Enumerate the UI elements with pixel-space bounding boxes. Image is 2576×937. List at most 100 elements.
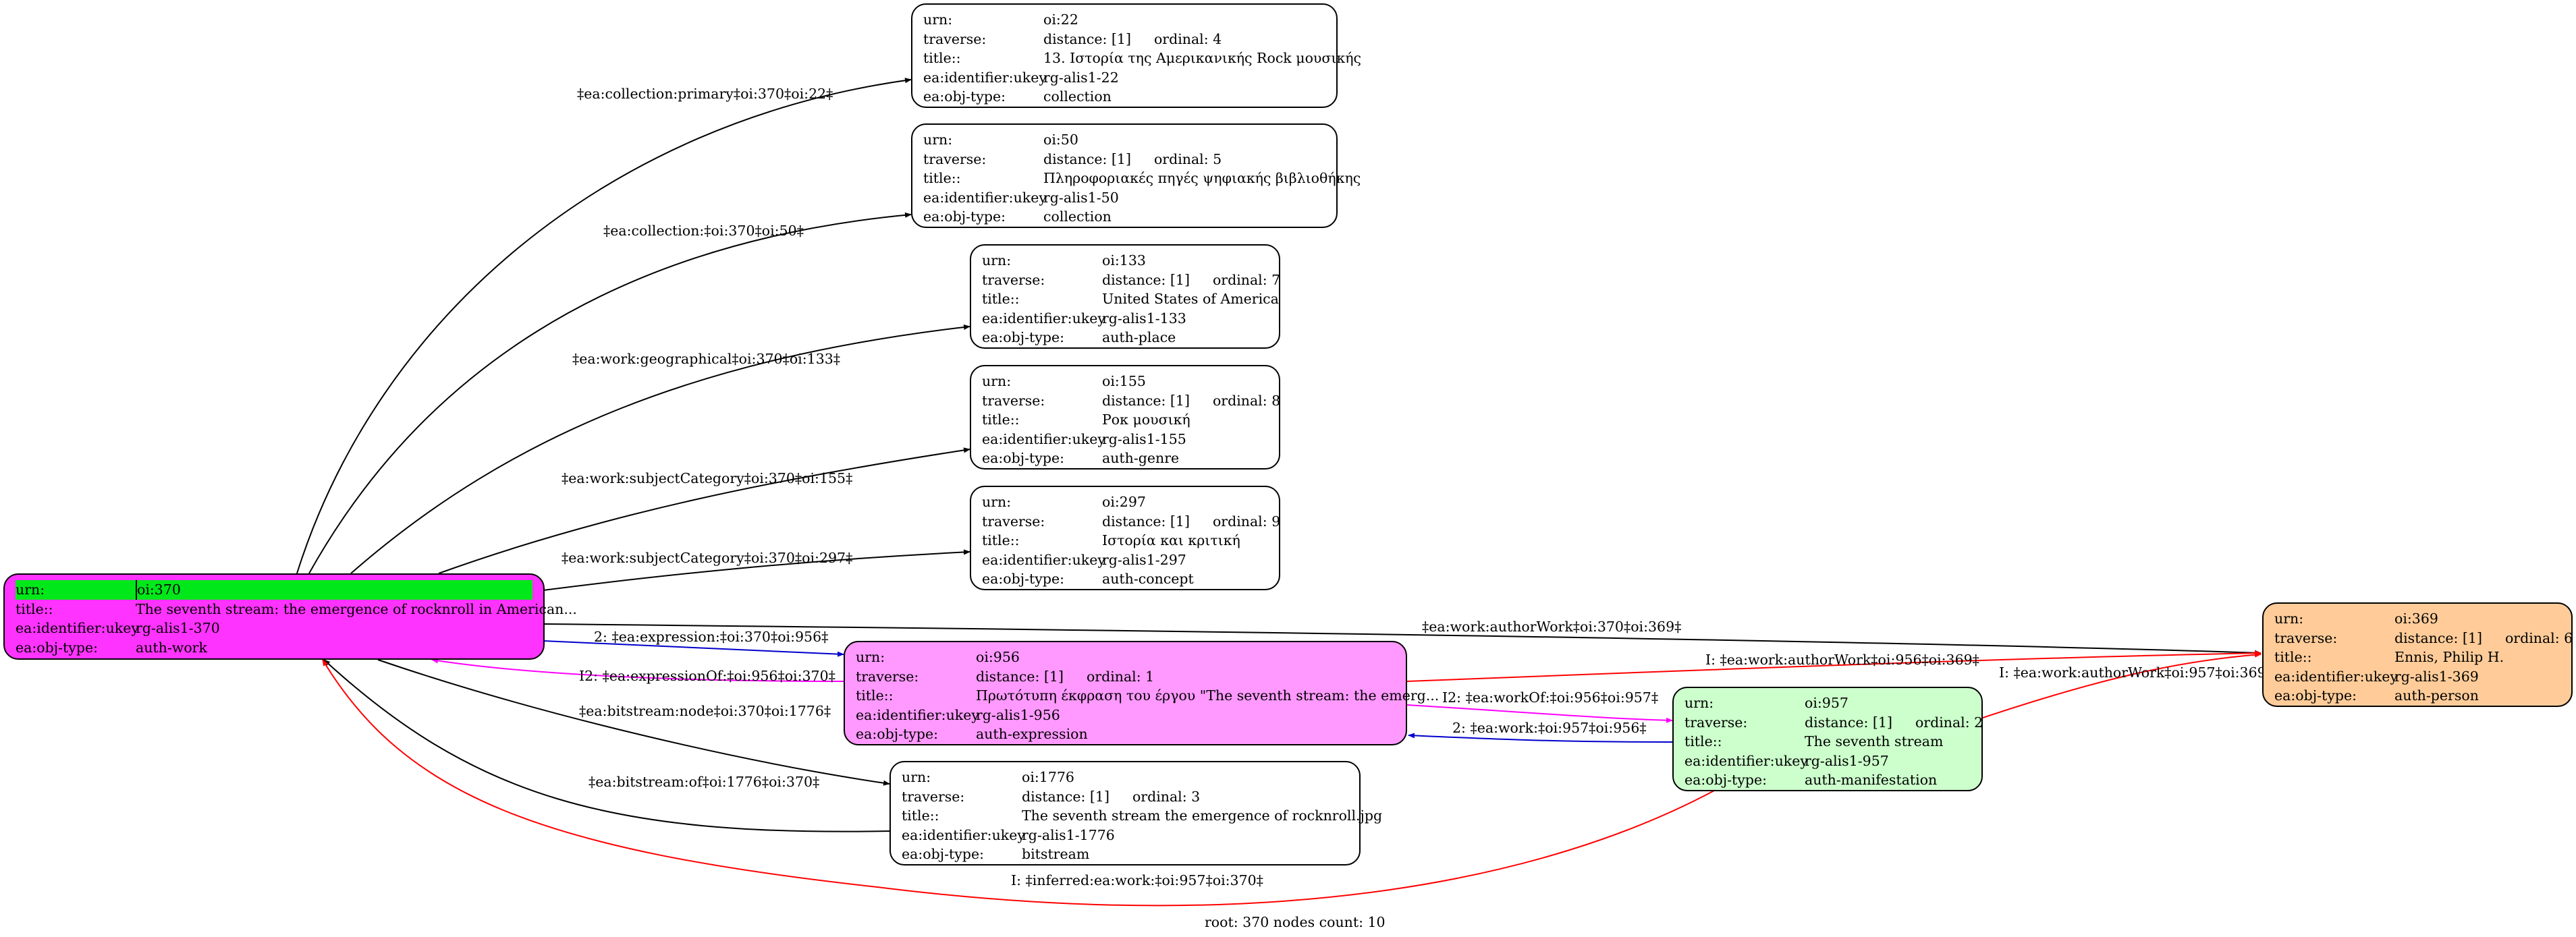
- field-value: oi:369: [2394, 611, 2438, 627]
- edge-label-work-957: 2: ‡ea:work:‡oi:957‡oi:956‡: [1452, 720, 1647, 736]
- node-50[interactable]: urn:oi:50 traverse:distance: [1]ordinal:…: [911, 123, 1361, 228]
- field-value: oi:1776: [1022, 769, 1074, 785]
- field-label: ea:identifier:ukey: [16, 620, 139, 636]
- field-label: traverse:: [923, 30, 987, 47]
- field-label: urn:: [982, 494, 1012, 510]
- node-956[interactable]: urn:oi:956 traverse:distance: [1]ordinal…: [844, 641, 1439, 745]
- edge-line-collection-primary: [296, 78, 912, 574]
- node-297[interactable]: urn: oi:297 traverse: distance: [1] ordinal…: [970, 486, 1280, 590]
- field-label: urn:: [923, 132, 953, 148]
- field-value: auth-place: [1102, 329, 1176, 345]
- edge-line-collection: [308, 212, 912, 574]
- field-label: urn:: [2274, 611, 2304, 627]
- field-value: rg-alis1-957: [1805, 752, 1889, 769]
- field-value: Πρωτότυπη έκφραση του έργου "The seventh…: [976, 687, 1440, 704]
- edge-label-work-of: I2: ‡ea:workOf:‡oi:956‡oi:957‡: [1442, 689, 1659, 706]
- field-value: auth-concept: [1102, 571, 1194, 587]
- field-label: ea:obj-type:: [982, 329, 1064, 345]
- edge-line-expression-of: [431, 658, 844, 682]
- node-1776[interactable]: urn:oi:1776 traverse:distance: [1]ordina…: [889, 761, 1382, 865]
- node-133[interactable]: urn:oi:133 traverse:distance: [1]ordinal…: [970, 244, 1280, 349]
- field-label: ea:identifier:ukey: [2274, 668, 2398, 685]
- field-label: ea:obj-type:: [856, 726, 938, 742]
- field-label: ea:identifier:ukey: [982, 551, 1105, 568]
- ordinal-value: ordinal: 9: [1212, 513, 1281, 530]
- field-label: urn:: [16, 580, 137, 600]
- distance-value: distance: [1]: [1043, 30, 1131, 47]
- field-value: auth-manifestation: [1805, 772, 1938, 788]
- field-label: traverse:: [902, 788, 965, 805]
- field-label: ea:obj-type:: [902, 846, 984, 862]
- field-value: rg-alis1-133: [1102, 310, 1186, 326]
- field-label: title::: [2274, 649, 2312, 665]
- field-label: title::: [1684, 733, 1722, 749]
- edge-line-geographical: [350, 324, 970, 574]
- field-value: United States of America: [1102, 291, 1279, 307]
- node-root-370[interactable]: urn:oi:370 title::The seventh stream: th…: [3, 573, 577, 660]
- distance-value: distance: [1]: [1043, 150, 1131, 167]
- ordinal-value: ordinal: 7: [1212, 271, 1281, 288]
- node-22[interactable]: urn:oi:22 traverse:distance: [1]ordinal:…: [911, 3, 1361, 108]
- field-value: auth-expression: [976, 726, 1088, 742]
- field-label: urn:: [982, 252, 1012, 268]
- field-value: 13. Ιστορία της Αμερικανικής Rock μουσικ…: [1043, 50, 1361, 66]
- field-label: traverse:: [2274, 629, 2338, 646]
- edge-line-author-work: [543, 623, 2262, 656]
- field-label: title::: [923, 50, 961, 66]
- edge-line-inferred: [322, 659, 1715, 907]
- field-value: rg-alis1-155: [1102, 430, 1186, 447]
- field-value: auth-work: [136, 639, 207, 656]
- field-label: ea:obj-type:: [16, 639, 98, 656]
- field-value: bitstream: [1022, 846, 1090, 862]
- field-label: ea:obj-type:: [2274, 687, 2357, 704]
- field-label: urn:: [1684, 695, 1714, 711]
- field-label: traverse:: [982, 271, 1045, 288]
- field-value: oi:370: [137, 580, 532, 600]
- edge-label-author-957: I: ‡ea:work:authorWork‡oi:957‡oi:369‡: [1999, 664, 2273, 681]
- field-label: ea:obj-type:: [982, 450, 1064, 466]
- field-value: rg-alis1-956: [976, 706, 1060, 723]
- field-value: oi:155: [1102, 373, 1146, 389]
- field-value: oi:956: [976, 649, 1020, 665]
- field-value: rg-alis1-50: [1043, 189, 1119, 206]
- field-value: oi:297: [1102, 494, 1146, 510]
- field-label: urn:: [982, 373, 1012, 389]
- node-369[interactable]: urn:oi:369 traverse:distance: [1]ordinal…: [2262, 602, 2573, 707]
- field-label: ea:identifier:ukey: [923, 69, 1047, 86]
- node-row-urn: urn:oi:370: [16, 580, 532, 600]
- distance-value: distance: [1]: [1022, 788, 1109, 805]
- edge-label-inferred: I: ‡inferred:ea:work:‡oi:957‡oi:370‡: [1011, 872, 1263, 888]
- field-label: ea:obj-type:: [923, 88, 1006, 105]
- ordinal-value: ordinal: 4: [1153, 30, 1222, 47]
- edge-label-geographical: ‡ea:work:geographical‡oi:370‡oi:133‡: [572, 351, 841, 367]
- field-value: oi:133: [1102, 252, 1146, 268]
- field-value: Ροκ μουσική: [1102, 411, 1190, 428]
- field-value: rg-alis1-369: [2394, 668, 2479, 685]
- field-value: collection: [1043, 88, 1112, 105]
- edge-label-bitstream-node: ‡ea:bitstream:node‡oi:370‡oi:1776‡: [579, 703, 831, 719]
- node-155[interactable]: urn:oi:155 traverse:distance: [1]ordinal…: [970, 365, 1280, 470]
- ordinal-value: ordinal: 8: [1212, 392, 1281, 409]
- field-value: Πληροφοριακές πηγές ψηφιακής βιβλιοθήκης: [1043, 170, 1361, 186]
- field-label: traverse:: [982, 513, 1045, 530]
- field-label: ea:identifier:ukey: [982, 430, 1105, 447]
- field-label: traverse:: [923, 150, 987, 167]
- field-label: ea:identifier:ukey: [902, 826, 1025, 843]
- field-value: Ennis, Philip H.: [2394, 649, 2504, 665]
- field-value: rg-alis1-1776: [1022, 826, 1115, 843]
- distance-value: distance: [1]: [1805, 714, 1892, 731]
- field-value: oi:22: [1043, 11, 1078, 28]
- edge-line-subject-155: [438, 447, 970, 574]
- field-value: rg-alis1-22: [1043, 69, 1119, 86]
- distance-value: distance: [1]: [1102, 392, 1190, 409]
- field-label: ea:identifier:ukey: [856, 706, 979, 723]
- distance-value: distance: [1]: [1102, 513, 1190, 530]
- edge-label-author-956: I: ‡ea:work:authorWork‡oi:956‡oi:369‡: [1705, 652, 1979, 668]
- node-957[interactable]: urn:oi:957 traverse:distance: [1]ordinal…: [1672, 687, 1983, 791]
- node-row-title: title::The seventh stream: the emergence…: [16, 600, 577, 619]
- edge-label-author-work: ‡ea:work:authorWork‡oi:370‡oi:369‡: [1422, 619, 1682, 635]
- edge-line-bitstream-node: [377, 659, 890, 786]
- field-label: ea:identifier:ukey: [1684, 752, 1808, 769]
